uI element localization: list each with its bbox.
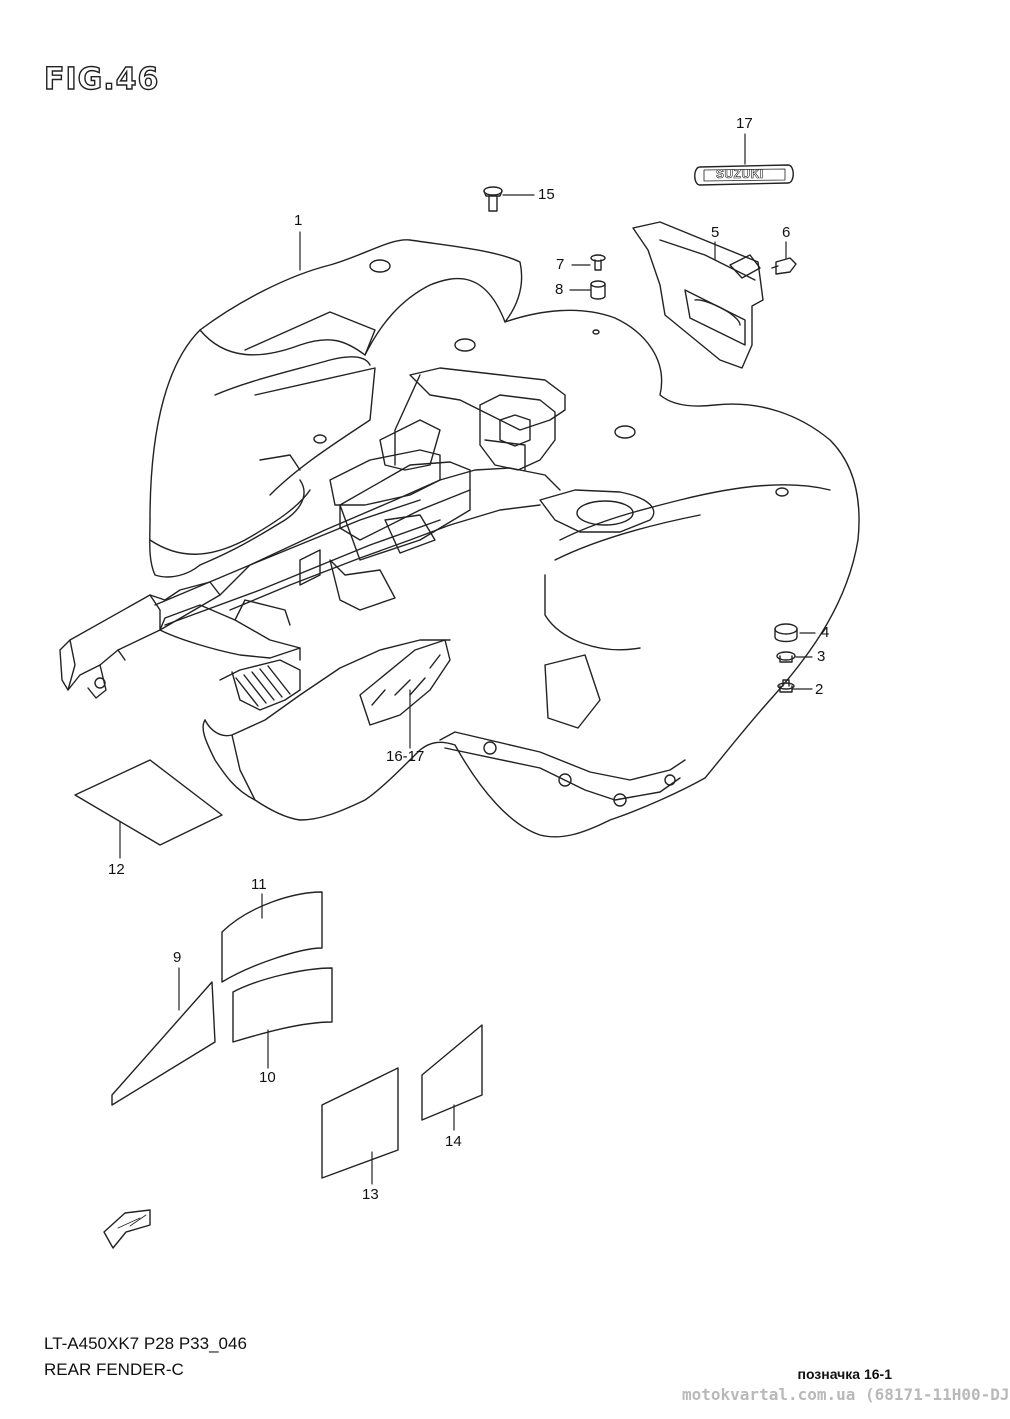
part-label-13: 13 xyxy=(362,1186,379,1203)
screw-7[interactable] xyxy=(590,254,606,271)
part-label-17-top: 17 xyxy=(736,115,753,132)
clip-6[interactable] xyxy=(771,257,797,275)
pad-9[interactable] xyxy=(111,981,216,1106)
part-label-3: 3 xyxy=(817,648,826,665)
part-label-16-17: 16-17 xyxy=(386,748,425,765)
part-label-4: 4 xyxy=(821,624,830,641)
pad-13[interactable] xyxy=(321,1067,399,1179)
part-label-2: 2 xyxy=(815,681,824,698)
pad-10[interactable] xyxy=(232,967,333,1043)
pad-14[interactable] xyxy=(421,1024,483,1121)
part-label-7: 7 xyxy=(556,256,565,273)
collar-8[interactable] xyxy=(590,280,606,300)
part-label-10: 10 xyxy=(259,1069,276,1086)
part-label-8: 8 xyxy=(555,281,564,298)
suzuki-emblem[interactable] xyxy=(694,164,794,186)
license-bracket-5[interactable] xyxy=(632,221,764,369)
grommet-4[interactable] xyxy=(774,623,798,643)
pad-12[interactable] xyxy=(74,759,223,846)
part-label-5: 5 xyxy=(711,224,720,241)
model-code: LT-A450XK7 P28 P33_046 xyxy=(44,1334,247,1353)
front-arrow-icon xyxy=(103,1209,151,1249)
rear-fender-body[interactable] xyxy=(59,239,860,838)
part-label-14: 14 xyxy=(445,1133,462,1150)
part-label-6: 6 xyxy=(782,224,791,241)
pad-11[interactable] xyxy=(221,891,323,983)
part-label-15: 15 xyxy=(538,186,555,203)
washer-3[interactable] xyxy=(776,651,796,663)
leader-lines xyxy=(119,133,816,1185)
reference-note: позначка 16-1 xyxy=(797,1366,892,1382)
part-label-11: 11 xyxy=(251,876,267,893)
figure-title: FIG.46 xyxy=(43,61,160,97)
screw-15[interactable] xyxy=(483,186,503,212)
part-label-9: 9 xyxy=(173,949,182,966)
emblem-text: SUZUKI xyxy=(716,167,764,182)
part-label-12: 12 xyxy=(108,861,125,878)
part-label-1: 1 xyxy=(294,212,303,229)
section-name: REAR FENDER-C xyxy=(44,1360,184,1379)
site-watermark: motokvartal.com.ua (68171-11H00-DJ xyxy=(682,1385,1010,1404)
